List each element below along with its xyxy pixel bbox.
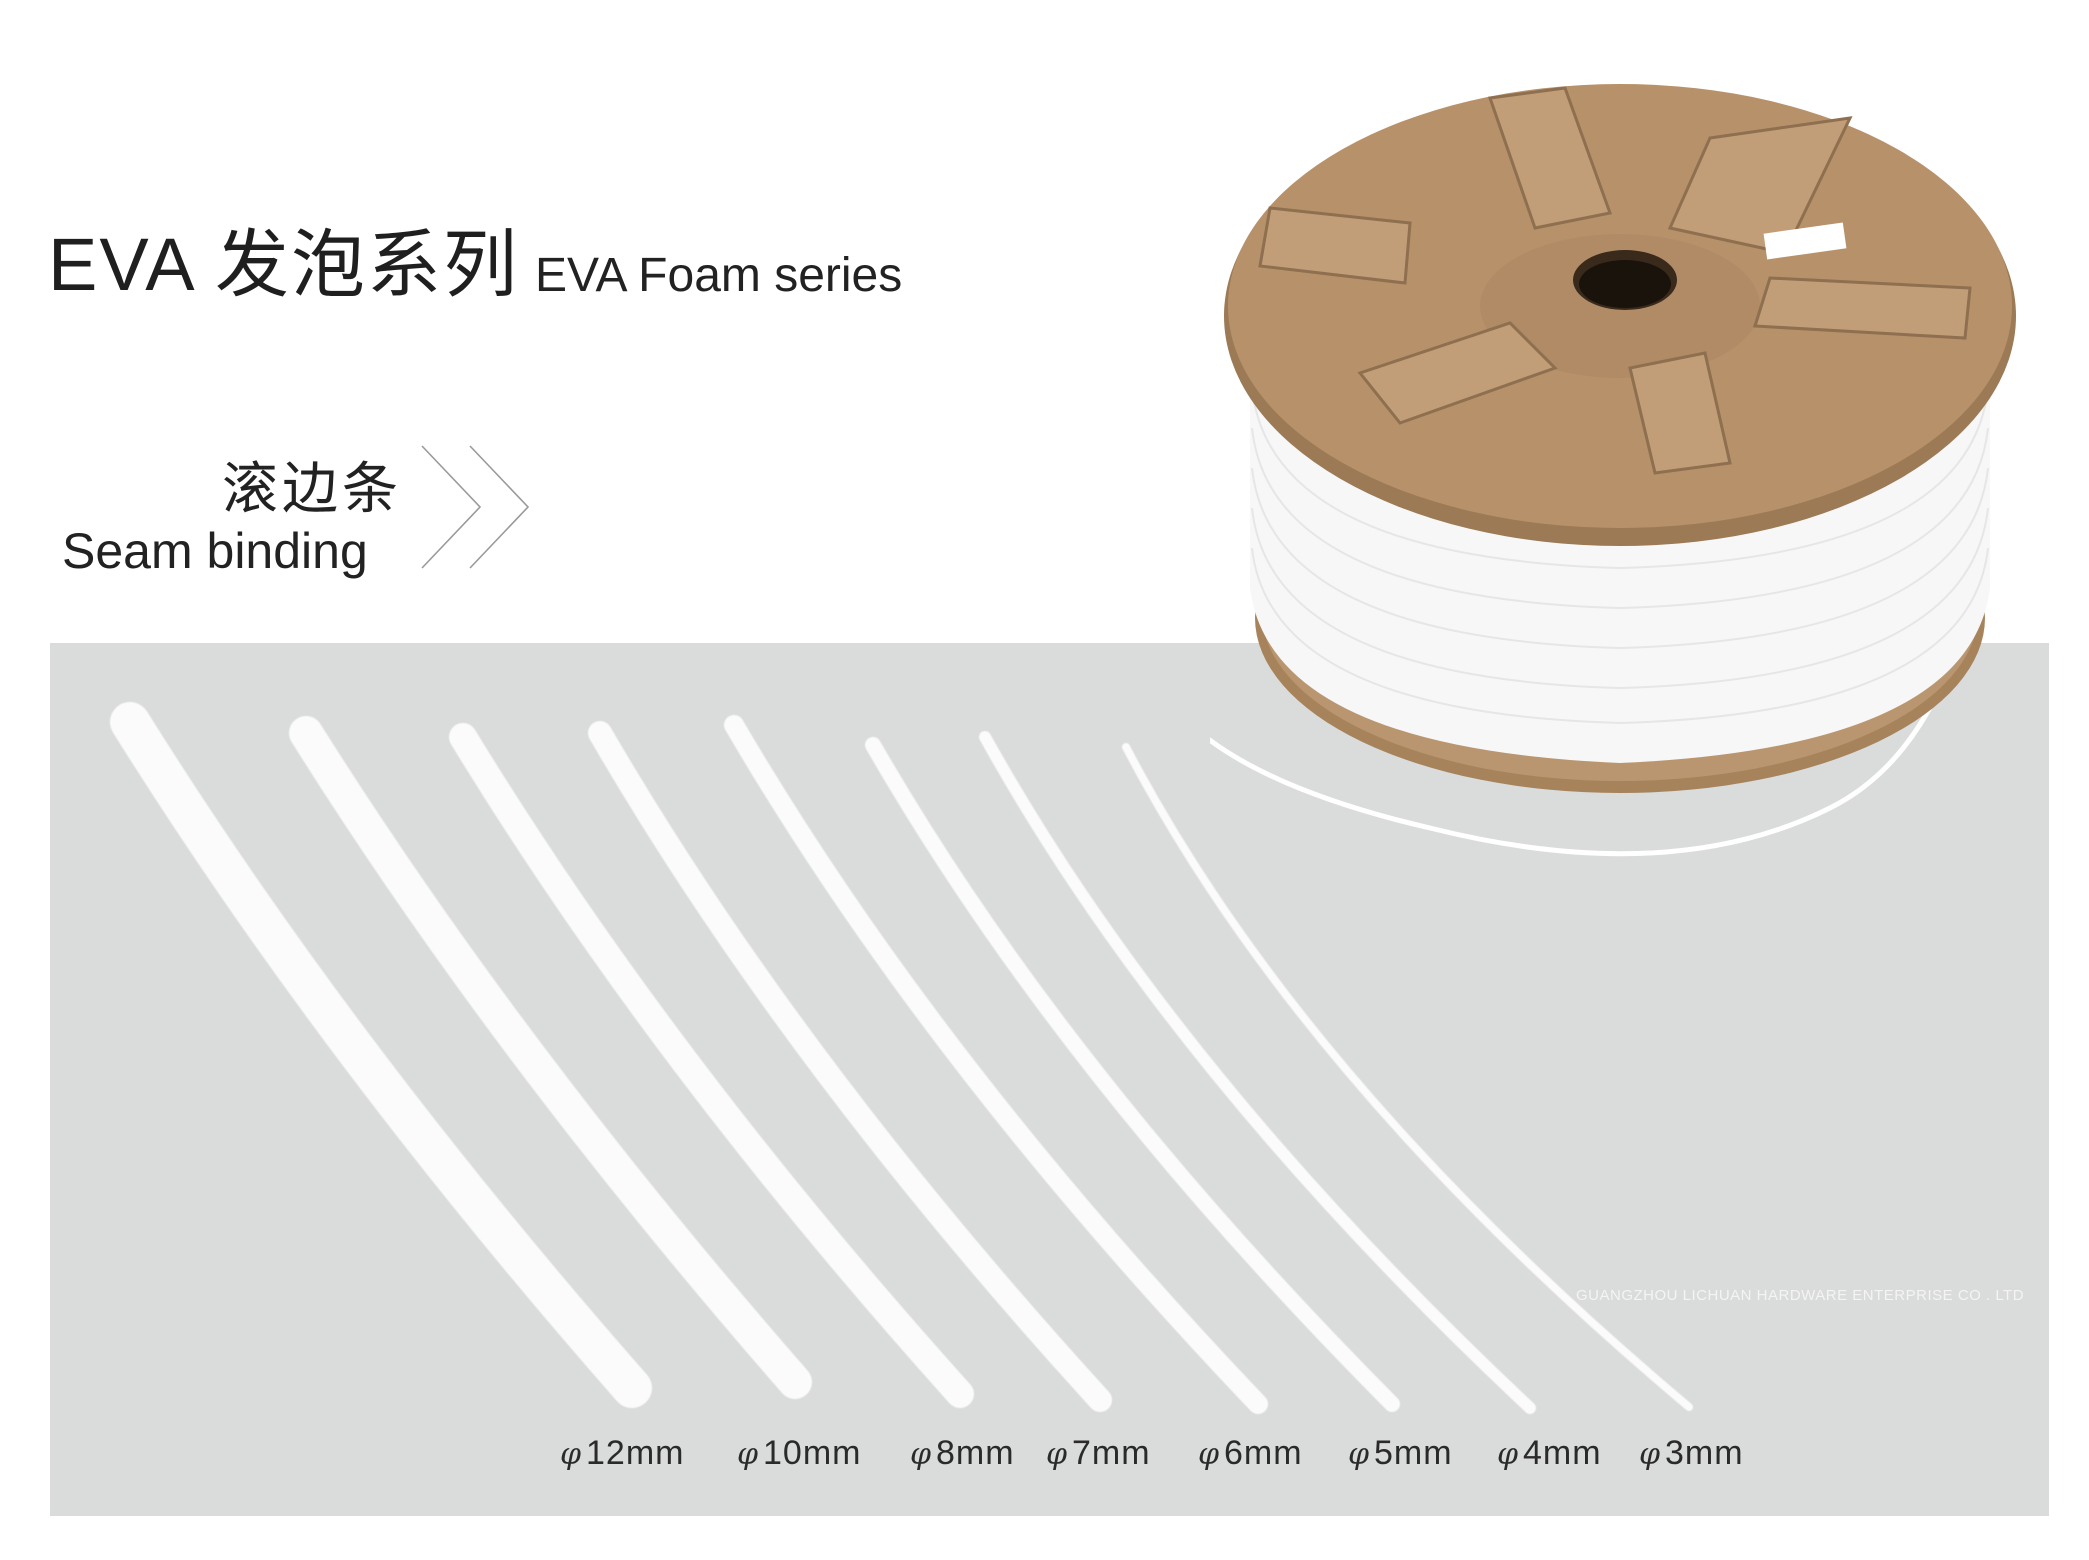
foam-strip-8mm [449,723,974,1408]
foam-reel-image [1210,84,2016,857]
double-chevron-right-icon [421,445,530,569]
foam-strip-3mm [1122,743,1693,1411]
foam-strip-10mm [289,716,812,1399]
foam-strip-6mm [724,715,1268,1414]
title-chinese: EVA 发泡系列 [48,223,520,306]
subtitle-chinese: 滚边条 [222,457,402,520]
subtitle-english: Seam binding [62,523,368,579]
title-english: EVA Foam series [535,249,903,302]
watermark-text: GUANGZHOU LICHUAN HARDWARE ENTERPRISE CO… [1576,1287,2025,1304]
foam-strip-5mm [865,737,1400,1412]
foam-strip-4mm [979,731,1536,1414]
foam-strip-12mm [110,702,652,1408]
foam-strip-7mm [588,721,1112,1412]
